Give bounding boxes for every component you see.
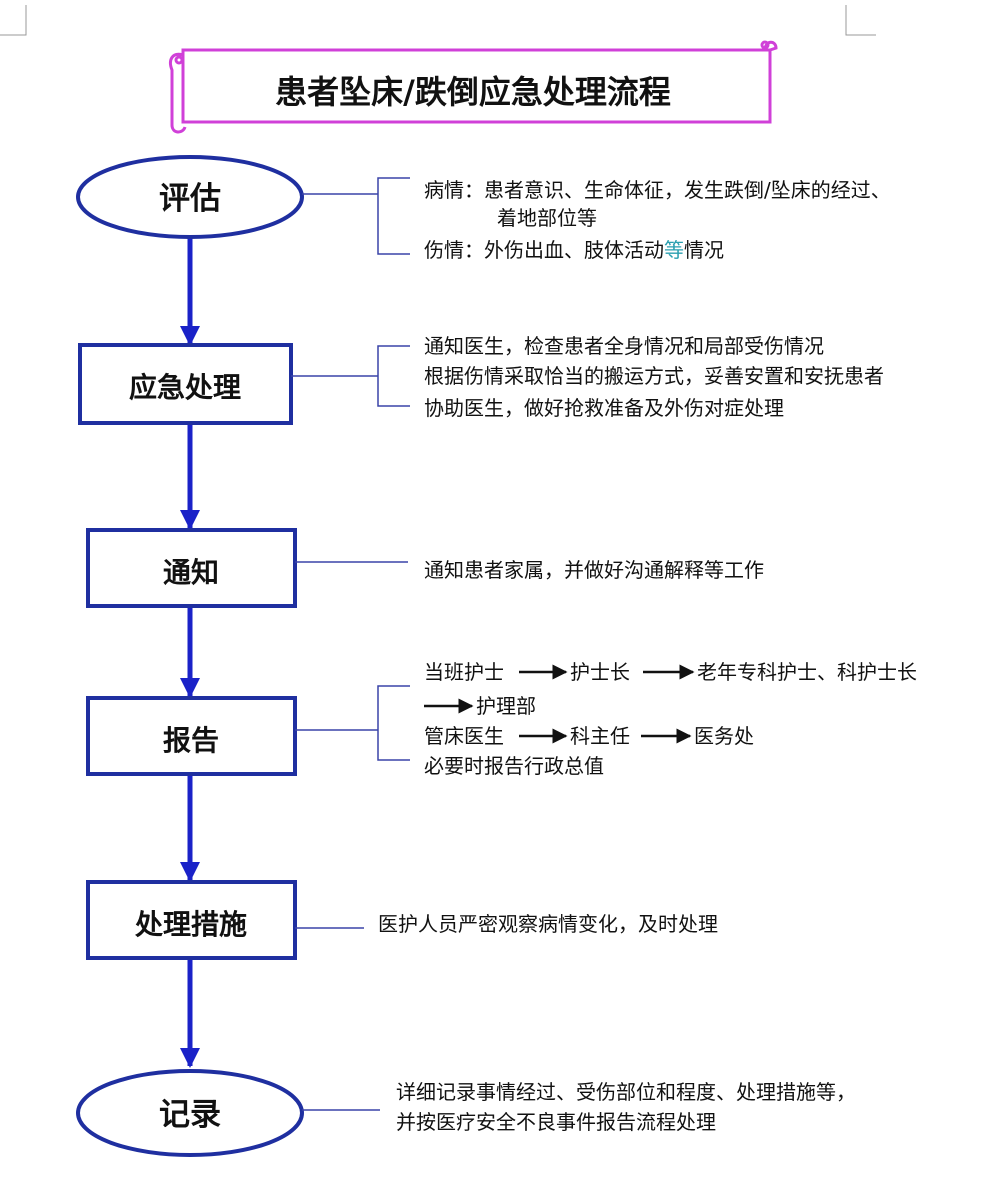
node-notify: 通知 — [86, 528, 297, 608]
report-note-admin: 必要时报告行政总值 — [424, 754, 604, 778]
measures-note: 医护人员严密观察病情变化，及时处理 — [378, 912, 718, 936]
node-report: 报告 — [86, 696, 297, 776]
emergency-note-1: 通知医生，检查患者全身情况和局部受伤情况 — [424, 334, 824, 358]
report-chain1-headnurse: 护士长 — [570, 660, 630, 684]
report-chain2-doctor: 管床医生 — [424, 724, 504, 748]
report-chain-arrows — [424, 664, 695, 744]
assess-note-injury: 伤情：外伤出血、肢体活动等情况 — [424, 238, 724, 262]
record-note-1: 详细记录事情经过、受伤部位和程度、处理措施等， — [396, 1080, 856, 1104]
report-chain1-specialist: 老年专科护士、科护士长 — [697, 660, 917, 684]
report-chain2-director: 科主任 — [570, 724, 630, 748]
node-emergency: 应急处理 — [78, 343, 293, 425]
assess-note-condition: 病情：患者意识、生命体征，发生跌倒/坠床的经过、 — [424, 178, 891, 202]
node-measures: 处理措施 — [86, 880, 297, 960]
emergency-note-2: 根据伤情采取恰当的搬运方式，妥善安置和安抚患者 — [424, 364, 884, 388]
report-chain2-medical-affairs: 医务处 — [694, 724, 754, 748]
page-title: 患者坠床/跌倒应急处理流程 — [275, 73, 671, 111]
node-emergency-label: 应急处理 — [129, 371, 241, 404]
node-record: 记录 — [76, 1069, 304, 1157]
node-report-label: 报告 — [163, 724, 219, 757]
node-measures-label: 处理措施 — [134, 908, 247, 941]
assess-note-condition-cont: 着地部位等 — [497, 206, 597, 230]
emergency-note-3: 协助医生，做好抢救准备及外伤对症处理 — [424, 396, 784, 420]
record-note-2: 并按医疗安全不良事件报告流程处理 — [396, 1110, 716, 1134]
title-scroll-banner — [168, 40, 778, 134]
report-chain1-nursing-dept: 护理部 — [476, 694, 536, 718]
connector-lines — [291, 177, 410, 1111]
page-corner-marks — [0, 5, 876, 36]
node-record-label: 记录 — [159, 1097, 221, 1133]
report-chain1-nurse: 当班护士 — [424, 660, 504, 684]
notify-note: 通知患者家属，并做好沟通解释等工作 — [424, 558, 764, 582]
node-assess: 评估 — [76, 155, 304, 239]
node-assess-label: 评估 — [159, 181, 221, 217]
node-notify-label: 通知 — [163, 556, 219, 589]
